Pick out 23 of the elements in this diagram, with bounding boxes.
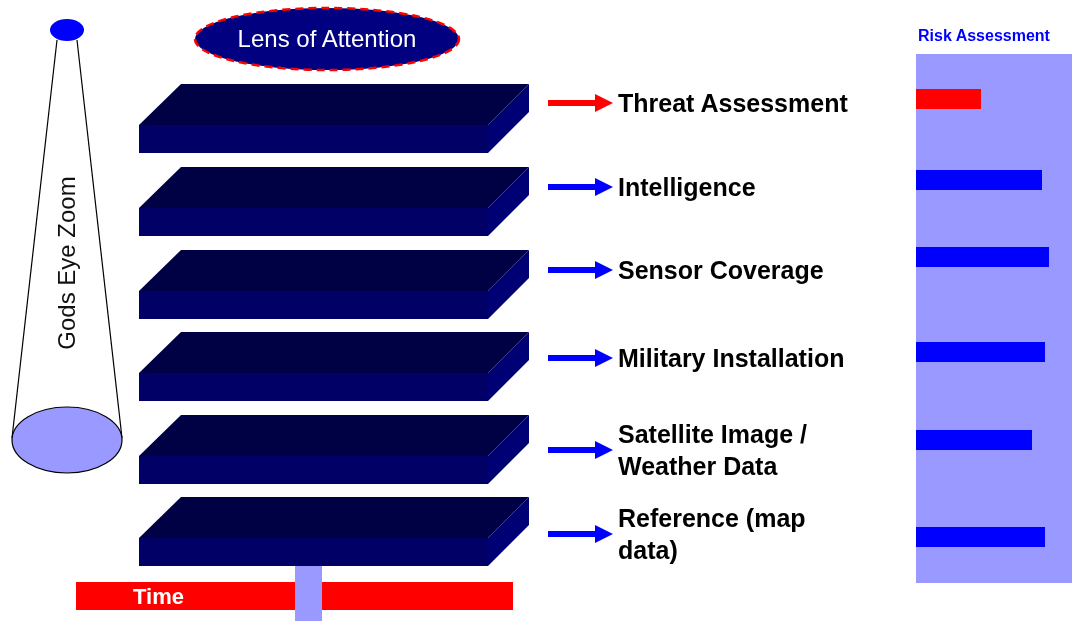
arrow (548, 441, 613, 459)
risk-bar (916, 342, 1045, 362)
risk-bar (916, 430, 1032, 450)
time-bar (76, 582, 513, 610)
layer-label: Satellite Image / Weather Data (618, 419, 808, 482)
panel-heading: Risk Assessment (918, 26, 1050, 46)
arrow (548, 261, 613, 279)
risk-bar (916, 170, 1042, 190)
risk-bar (916, 89, 981, 109)
risk-bar (916, 247, 1049, 267)
arrow (548, 178, 613, 196)
time-label: Time (133, 582, 184, 611)
arrow (548, 94, 613, 112)
arrow (548, 525, 613, 543)
layer-label: Reference (map data) (618, 503, 807, 566)
layer-label: Threat Assessment (618, 88, 848, 119)
risk-bar (916, 527, 1045, 547)
layer-label: Sensor Coverage (618, 255, 824, 286)
layer-label: Military Installation (618, 343, 845, 374)
layer-label: Intelligence (618, 172, 756, 203)
vertical-label: Gods Eye Zoom (52, 176, 81, 350)
ellipse-label: Lens of Attention (237, 24, 417, 54)
arrow (548, 349, 613, 367)
